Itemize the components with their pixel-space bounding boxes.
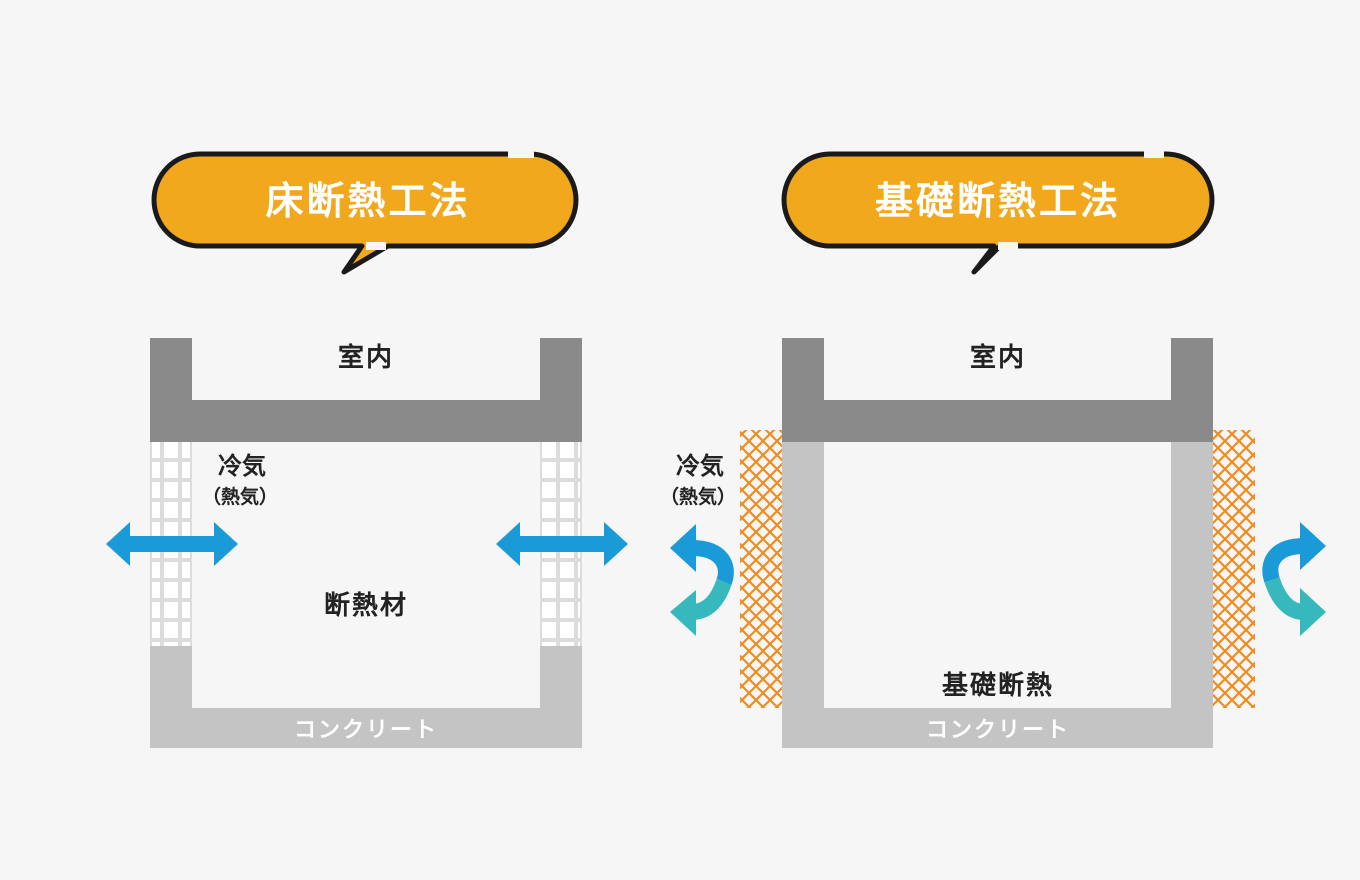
right-title-bubble: 基礎断熱工法 (781, 150, 1215, 275)
left-title: 床断熱工法 (265, 179, 470, 223)
right-room-label: 室内 (970, 342, 1026, 373)
left-room-label: 室内 (338, 342, 394, 373)
left-double-arrow-icon (106, 522, 238, 566)
left-airflow-label: 冷気 (218, 452, 266, 480)
right-panel: 基礎断熱工法 コンクリート 室内 冷気 （熱気） (660, 150, 1326, 748)
right-airflow-sub: （熱気） (660, 485, 736, 508)
left-deflect-arrows-icon (670, 524, 734, 636)
right-foundation-insulation-mesh (740, 430, 1255, 708)
left-airflow-sub: （熱気） (202, 485, 278, 508)
right-insulation-label: 基礎断熱 (942, 670, 1054, 701)
right-airflow-label: 冷気 (676, 452, 724, 480)
right-concrete-label: コンクリート (926, 718, 1070, 743)
left-title-bubble: 床断熱工法 (151, 150, 579, 275)
right-concrete-foundation: コンクリート (782, 440, 1213, 748)
left-panel: 床断熱工法 コンクリート 室内 (106, 150, 628, 748)
left-floor-structure (150, 338, 582, 442)
right-floor-structure (782, 338, 1213, 442)
right-title: 基礎断熱工法 (875, 179, 1121, 223)
left-concrete-label: コンクリート (294, 718, 438, 743)
right-deflect-arrows-icon (1262, 522, 1326, 636)
right-wall-double-arrow-icon (496, 522, 628, 566)
left-insulation-label: 断熱材 (324, 590, 408, 621)
